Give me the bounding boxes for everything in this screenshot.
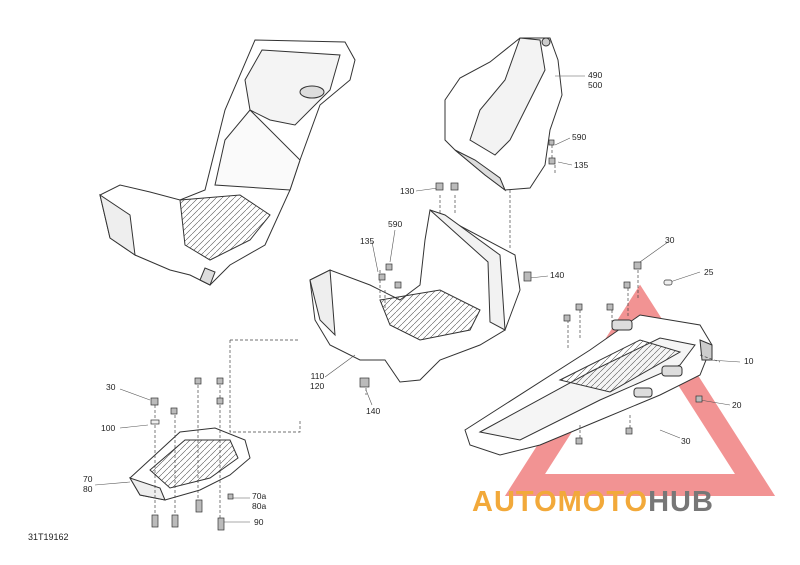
- callout-70a-80a: 70a 80a: [252, 491, 266, 511]
- callout-135: 135: [574, 160, 589, 170]
- callout-80: 80: [83, 484, 93, 494]
- callout-590: 590: [572, 132, 587, 142]
- watermark-logo: AUTOMOTOHUB: [472, 486, 714, 519]
- leader-lines: [94, 75, 741, 523]
- callout-30-bottom: 30: [681, 436, 691, 446]
- callout-70a: 70a: [252, 491, 267, 501]
- callout-130: 130: [400, 186, 415, 196]
- callout-20: 20: [732, 400, 742, 410]
- callout-110: 110: [310, 371, 325, 381]
- callout-140-center: 140: [366, 406, 381, 416]
- callout-135-center: 135: [360, 236, 375, 246]
- callout-590-center: 590: [388, 219, 403, 229]
- callout-80a: 80a: [252, 501, 267, 511]
- watermark-part-1: AUTO: [472, 486, 558, 518]
- callout-90: 90: [254, 517, 264, 527]
- callout-70: 70: [83, 474, 93, 484]
- rear-fender-panel: [444, 37, 563, 192]
- left-fender-footwell: [99, 39, 356, 286]
- watermark-part-3: HUB: [648, 486, 714, 518]
- long-footrest-panel: [464, 314, 713, 456]
- callout-30-left: 30: [106, 382, 116, 392]
- watermark-part-2: MOTO: [557, 486, 649, 518]
- callout-490: 490: [588, 70, 603, 80]
- callout-500: 500: [588, 80, 603, 90]
- callout-120: 120: [310, 381, 325, 391]
- callout-10: 10: [744, 356, 754, 366]
- callout-100: 100: [101, 423, 116, 433]
- callout-490-500: 490 500: [588, 70, 602, 90]
- drawing-id: 31T19162: [28, 532, 69, 542]
- fasteners: [150, 139, 703, 531]
- callout-140: 140: [550, 270, 565, 280]
- callout-30-right: 30: [665, 235, 675, 245]
- callout-70-80: 70 80: [83, 474, 92, 494]
- lower-footrest-plate: [128, 427, 251, 501]
- assembly-lines: [154, 145, 721, 520]
- callout-25: 25: [704, 267, 714, 277]
- callout-110-120: 110 120: [310, 371, 324, 391]
- center-footwell: [309, 209, 521, 383]
